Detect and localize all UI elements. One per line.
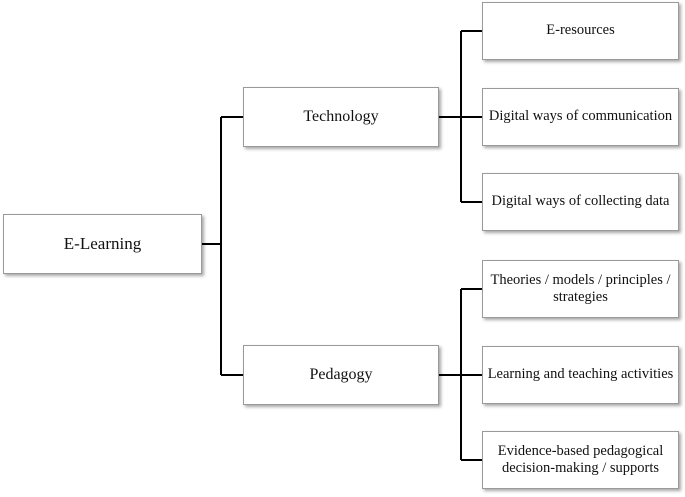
node-learning-teaching-activities-label: Learning and teaching activities bbox=[487, 366, 674, 383]
node-e-learning-label: E-Learning bbox=[63, 233, 142, 253]
node-pedagogy-label: Pedagogy bbox=[309, 366, 373, 384]
node-e-learning: E-Learning bbox=[3, 214, 202, 274]
node-pedagogy: Pedagogy bbox=[243, 345, 439, 405]
node-digital-communication: Digital ways of communication bbox=[482, 88, 679, 146]
node-technology: Technology bbox=[243, 87, 439, 147]
node-e-resources-label: E-resources bbox=[546, 22, 615, 39]
node-technology-label: Technology bbox=[303, 108, 379, 126]
node-evidence-based-decisions: Evidence-based pedagogical decision-maki… bbox=[482, 431, 679, 489]
node-digital-data-collection: Digital ways of collecting data bbox=[482, 173, 679, 231]
node-e-resources: E-resources bbox=[482, 2, 679, 60]
node-theories-models: Theories / models / principles / strateg… bbox=[482, 260, 679, 318]
node-digital-data-collection-label: Digital ways of collecting data bbox=[491, 193, 670, 210]
node-learning-teaching-activities: Learning and teaching activities bbox=[482, 346, 679, 404]
node-theories-models-label: Theories / models / principles / strateg… bbox=[490, 271, 671, 305]
node-evidence-based-decisions-label: Evidence-based pedagogical decision-maki… bbox=[497, 442, 664, 476]
node-digital-communication-label: Digital ways of communication bbox=[488, 108, 673, 125]
